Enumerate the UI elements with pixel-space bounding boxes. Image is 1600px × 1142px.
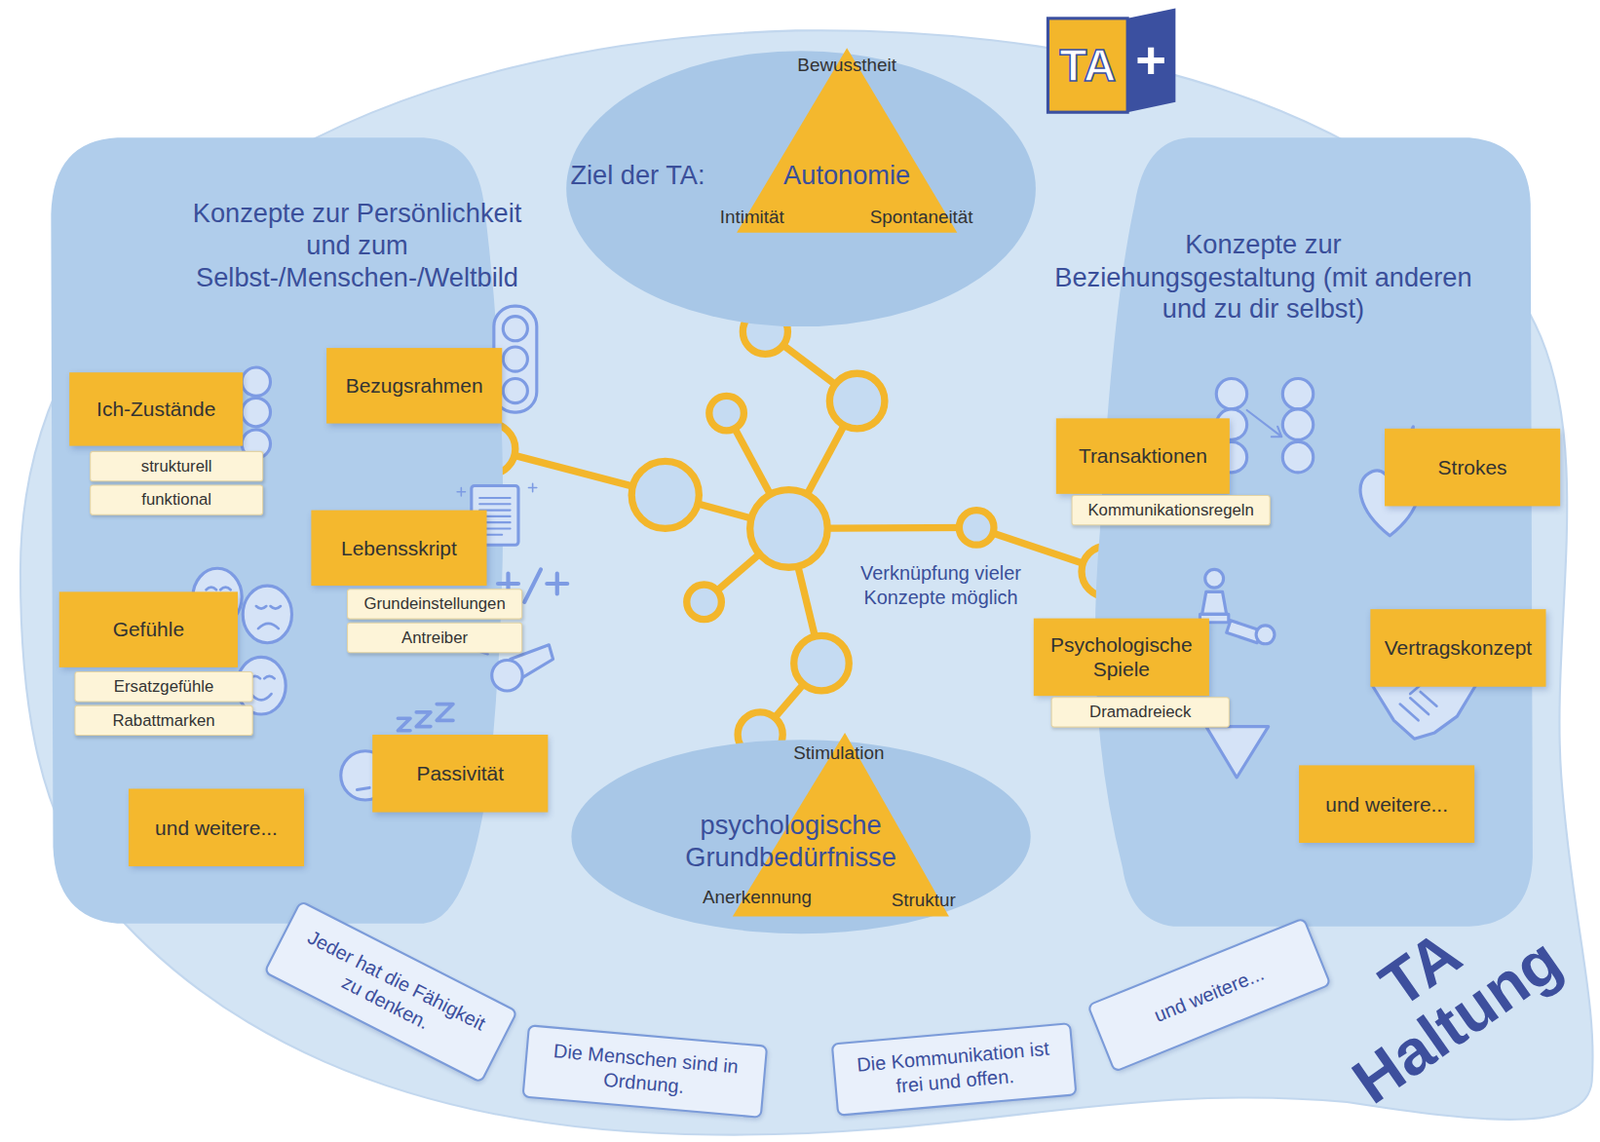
logo-text: TA	[1046, 42, 1129, 88]
sub-concept-tag: funktional	[89, 484, 264, 515]
ego-state-circle	[241, 367, 270, 396]
concept-box: Strokes	[1384, 428, 1561, 507]
box-label: Die Kommunikation ist frei und offen.	[843, 1035, 1064, 1104]
logo-text: +	[1128, 33, 1174, 86]
network-node	[686, 584, 723, 620]
concept-box: Psychologische Spiele	[1033, 618, 1210, 697]
ego-state-circle	[1282, 379, 1313, 410]
logo-side	[1127, 7, 1176, 113]
concept-box: Bezugsrahmen	[326, 347, 502, 423]
node-text: Intimität	[700, 207, 803, 230]
node-text: Stimulation	[766, 742, 911, 765]
concept-panel: Konzepte zur Persönlichkeit und zum Selb…	[45, 132, 551, 929]
box-label: Ersatzgefühle	[114, 677, 214, 697]
fallen-piece-head	[1256, 625, 1275, 645]
network-node	[794, 635, 850, 691]
network-note: Verknüpfung vieler Konzepte möglich	[836, 561, 1046, 610]
node-text: Konzepte zur Persönlichkeit und zum Selb…	[168, 197, 546, 296]
box-label: Rabattmarken	[112, 710, 215, 730]
sub-concept-tag: Ersatzgefühle	[74, 671, 253, 702]
transaction-arrow	[1247, 410, 1283, 437]
sub-concept-tag: Rabattmarken	[74, 705, 253, 736]
traffic-light-lamp	[502, 379, 528, 404]
network-node	[750, 490, 829, 569]
concept-box: Lebensskript	[310, 510, 487, 586]
triangle: BewusstheitAutonomieIntimität Spontaneitä…	[701, 40, 998, 240]
concept-box: Passivität	[372, 734, 548, 813]
box-label: und weitere...	[154, 815, 278, 840]
ego-state-circle	[241, 397, 270, 426]
needs-ellipse	[571, 739, 1030, 934]
sub-concept-tag: Dramadreieck	[1051, 696, 1230, 727]
network-node	[709, 395, 745, 431]
box-label: Passivität	[416, 761, 504, 786]
box-label: Psychologische Spiele	[1041, 632, 1201, 682]
concept-box: Vertragskonzept	[1370, 609, 1546, 687]
box-label: Dramadreieck	[1089, 702, 1191, 723]
box-label: Transaktionen	[1078, 444, 1208, 469]
concept-box: und weitere...	[1298, 764, 1475, 843]
sub-concept-tag: Antreiber	[346, 622, 523, 653]
sub-concept-tag: Grundeinstellungen	[346, 588, 523, 619]
box-label: Vertragskonzept	[1384, 635, 1532, 660]
sleepy-mouth	[357, 787, 371, 790]
box-label: Strokes	[1438, 455, 1508, 480]
box-label: funktional	[141, 490, 212, 510]
triangle-shape	[736, 47, 957, 233]
box-label: Kommunikationsregeln	[1087, 500, 1254, 521]
pawn-body	[1202, 591, 1227, 614]
node-text: Bewusstheit	[775, 55, 919, 78]
node-text: psychologische Grundbedürfnisse	[652, 809, 929, 875]
box-label: Antreiber	[401, 627, 468, 648]
mask-face	[250, 676, 275, 701]
node-text: Struktur	[872, 889, 975, 913]
drama-triangle	[1206, 726, 1269, 778]
box-label: und weitere...	[1325, 792, 1448, 817]
node-text: Anerkennung	[685, 886, 830, 910]
handshake-fingers	[1400, 682, 1438, 722]
goal-ellipse: Ziel der TA:BewusstheitAutonomieIntimitä…	[566, 50, 1036, 327]
concept-box: Gefühle	[59, 591, 238, 667]
network-node	[631, 460, 699, 529]
box-label: Grundeinstellungen	[363, 594, 505, 614]
ego-state-circle	[1282, 409, 1313, 440]
sub-concept-tag: Kommunikationsregeln	[1071, 495, 1271, 526]
box-label: Lebensskript	[341, 535, 458, 561]
box-label: Ich-Zustände	[96, 396, 216, 421]
ta-attitude-blob	[20, 30, 1594, 1135]
concept-panel: Konzepte zur Beziehungsgestaltung (mit a…	[1051, 132, 1562, 934]
box-label: Die Menschen sind in Ordnung.	[534, 1037, 755, 1105]
box-label: Bezugsrahmen	[345, 373, 484, 398]
ego-state-circle	[1216, 379, 1247, 410]
triangle: Stimulationpsychologische Grundbedürfnis…	[657, 726, 985, 926]
box-label: strukturell	[141, 457, 213, 477]
box-label: Gefühle	[113, 617, 185, 643]
concept-box: und weitere...	[128, 788, 305, 867]
traffic-light-lamp	[502, 346, 528, 372]
pawn-head	[1205, 569, 1224, 588]
concept-box: Transaktionen	[1056, 418, 1230, 494]
mask-sad	[242, 585, 292, 644]
mask-face	[256, 606, 281, 629]
whistle-bell	[492, 660, 523, 691]
traffic-light-lamp	[502, 316, 528, 342]
ego-state-circle	[1282, 441, 1313, 472]
network-node	[958, 510, 994, 546]
node-text: Konzepte zur Beziehungsgestaltung (mit a…	[1054, 228, 1473, 327]
node-text: Ziel der TA:	[550, 159, 724, 192]
sleep-zzz	[397, 704, 454, 731]
node-text: Autonomie	[760, 159, 934, 192]
node-text: Spontaneität	[855, 207, 989, 230]
sub-concept-tag: strukturell	[89, 451, 264, 482]
network-node	[829, 373, 885, 429]
concept-box: Ich-Zustände	[69, 372, 243, 446]
